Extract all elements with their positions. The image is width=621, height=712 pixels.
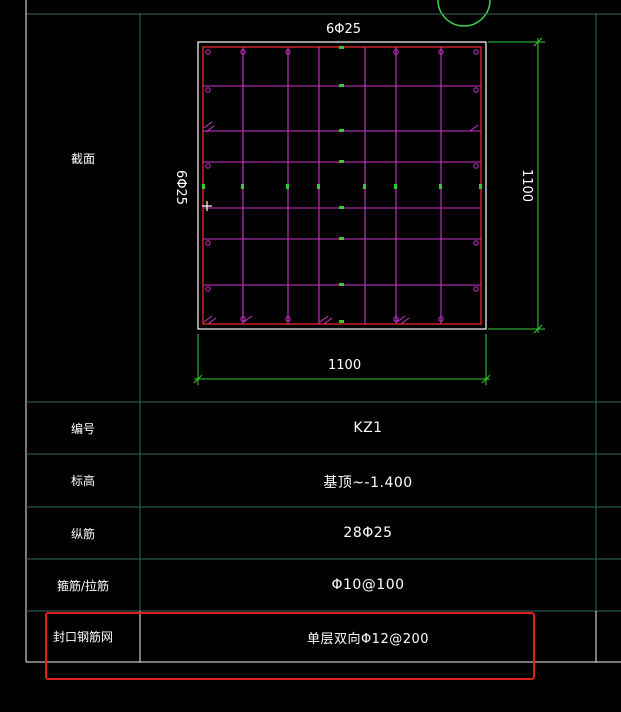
section-outline	[197, 41, 487, 330]
cursor-crosshair-icon	[202, 201, 212, 211]
dimension-horizontal	[193, 334, 491, 385]
row-label-elevation: 标高	[70, 474, 95, 488]
stirrup-hooks	[203, 121, 479, 325]
row-label-number: 编号	[70, 422, 95, 436]
row-value-stirrup: Φ10@100	[331, 577, 405, 593]
top-bar-note: 6Φ25	[326, 22, 362, 37]
side-bar-note: 6Φ25	[173, 169, 189, 206]
row-label-longitudinal: 纵筋	[70, 527, 95, 541]
width-dimension: 1100	[328, 358, 362, 373]
row-value-elevation: 基顶~-1.400	[323, 475, 413, 491]
dimension-vertical	[488, 37, 545, 334]
circle-arc-marker	[437, 0, 491, 27]
row-label-stirrup: 箍筋/拉筋	[56, 579, 110, 593]
height-dimension: 1100	[519, 168, 535, 203]
row-label-mesh: 封口钢筋网	[52, 630, 113, 644]
tie-marks	[202, 46, 482, 323]
section-label: 截面	[70, 152, 95, 166]
highlight-box	[45, 612, 535, 680]
longitudinal-bars	[205, 49, 479, 322]
row-value-longitudinal: 28Φ25	[343, 525, 393, 541]
row-value-mesh: 单层双向Φ12@200	[306, 632, 430, 647]
row-value-number: KZ1	[353, 420, 383, 436]
